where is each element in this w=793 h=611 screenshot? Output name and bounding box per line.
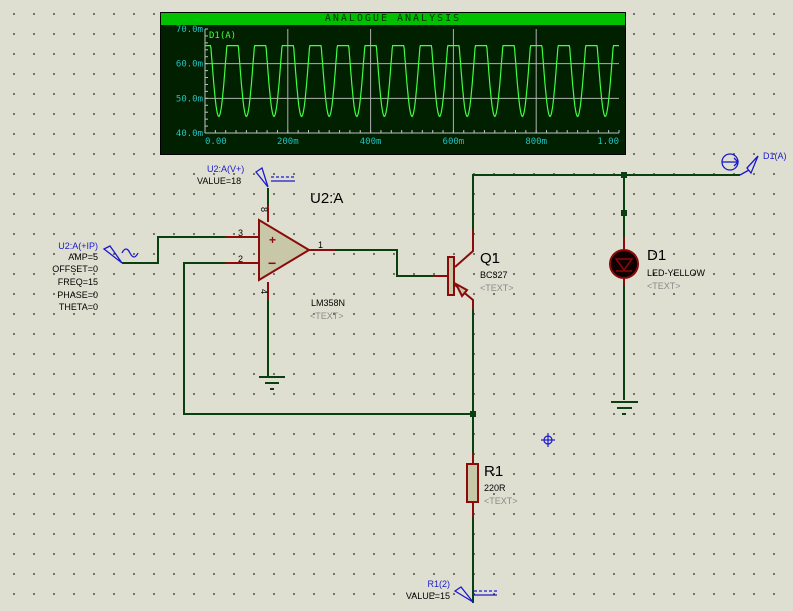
sine-generator-name: U2:A(+IP) [58,241,98,251]
transistor-q1-symbol[interactable] [433,230,474,310]
transistor-part: BC327 [480,270,508,280]
r1-supply-value: VALUE=15 [405,591,450,601]
transistor-text-placeholder: <TEXT> [480,283,514,293]
graph-title: ANALOGUE ANALYSIS [161,13,625,25]
resistor-text-placeholder: <TEXT> [484,496,518,506]
vplus-terminal-name: U2:A(V+) [207,164,245,174]
x-tick-label: 800m [525,137,547,147]
x-tick-label: 200m [277,137,299,147]
analogue-analysis-graph[interactable]: ANALOGUE ANALYSIS 0.00 200m 400m 600m 800m 1.… [160,12,626,155]
opamp-ref: U2:A [310,190,344,207]
wire-collector [472,174,740,230]
sine-generator-icon[interactable] [102,245,139,264]
ground-opamp [259,376,285,390]
opamp-symbol[interactable]: + − [225,205,335,300]
vplus-terminal-value: VALUE=18 [197,176,242,186]
graph-plot: 0.00 200m 400m 600m 800m 1.00 40.0m 50.0m 60.0m 7… [176,25,620,147]
opamp-text-placeholder: <TEXT> [310,311,344,321]
resistor-r1-symbol[interactable] [466,453,479,517]
opamp-pin-4: 4 [259,288,270,295]
wire-out-to-base [335,249,433,277]
y-tick-label: 60.0m [176,60,203,70]
opamp-plus: + [269,233,276,247]
led-ref: D1 [647,247,667,264]
junction-dot [470,411,476,417]
led-part: LED-YELLOW [647,268,706,278]
opamp-minus: − [268,255,276,271]
junction-dot [621,172,627,178]
opamp-pin-1: 1 [318,240,324,250]
probe-name: D1(A) [763,151,787,161]
resistor-part: 220R [484,483,506,493]
y-tick-label: 70.0m [176,25,203,35]
opamp-part: LM358N [311,298,346,308]
y-tick-label: 50.0m [176,94,203,104]
sine-param-theta: THETA=0 [58,302,98,312]
ground-led [611,401,638,415]
y-tick-label: 40.0m [176,129,203,139]
sine-param-offset: OFFSET=0 [52,264,98,274]
transistor-ref: Q1 [480,250,501,267]
resistor-ref: R1 [484,463,504,480]
opamp-pin-2: 2 [238,254,244,264]
r1-supply-terminal-icon[interactable] [453,586,497,603]
vplus-terminal-icon[interactable] [255,166,295,188]
current-probe-icon[interactable] [721,153,759,176]
led-d1-symbol[interactable] [609,238,639,285]
trace-legend-label: D1(A) [209,31,236,41]
opamp-pin-8: 8 [259,206,270,213]
wire-feedback [183,262,473,415]
crosshair-cursor-icon [541,433,555,447]
sine-param-freq: FREQ=15 [57,277,98,287]
trace-d1-current [205,45,619,118]
r1-supply-name: R1(2) [427,579,450,589]
sine-param-phase: PHASE=0 [57,290,98,300]
junction-dot [621,210,627,216]
wire-sine-to-plus [122,236,240,264]
x-tick-label: 1.00 [597,137,619,147]
x-tick-label: 0.00 [205,137,227,147]
sine-param-amp: AMP=5 [68,252,98,262]
x-tick-label: 600m [443,137,465,147]
x-tick-label: 400m [360,137,382,147]
led-text-placeholder: <TEXT> [647,281,681,291]
opamp-pin-3: 3 [238,228,244,238]
